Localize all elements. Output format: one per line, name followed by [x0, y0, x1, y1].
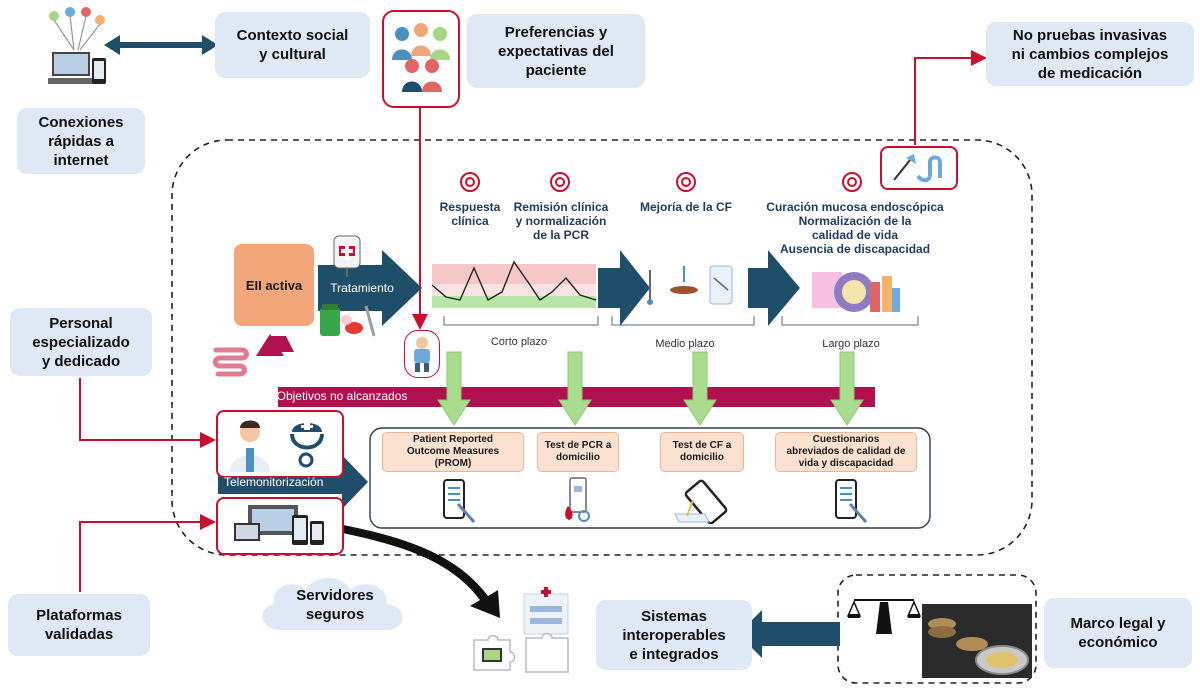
timeframe-corto: Corto plazo: [490, 336, 548, 348]
green-arrow-2: [558, 351, 592, 426]
intestine-icon: [213, 347, 249, 377]
label-tratamiento: Tratamiento: [330, 281, 394, 295]
doctor-icon: [230, 420, 270, 472]
test-cf: Test de CF a domicilio: [660, 432, 744, 472]
green-arrow-3: [683, 351, 717, 426]
curved-arrow-servers: [338, 524, 500, 618]
coins-icon: [922, 604, 1032, 678]
phone-form-icon: [443, 479, 476, 523]
double-arrow-context: [104, 35, 218, 55]
test-strip-icon: [674, 479, 728, 524]
cloud-icon: [262, 578, 403, 630]
test-cuestionarios: Cuestionarios abreviados de calidad de v…: [775, 432, 917, 472]
scales-icon: [846, 599, 922, 634]
bracket-long: [781, 316, 919, 326]
people-icon: [392, 23, 450, 92]
goal-respuesta: Respuesta clínica: [439, 200, 501, 228]
target-icon: [460, 172, 862, 192]
arrow-legal-to-systems: [738, 610, 840, 658]
arrow-telemonitor: [218, 455, 368, 509]
label-personal: Personal especializado y dedicado: [10, 308, 152, 376]
label-preferencias: Preferencias y expectativas del paciente: [467, 14, 645, 88]
network-devices-icon: [48, 7, 106, 84]
label-sistemas: Sistemas interoperables e integrados: [596, 600, 752, 670]
label-contexto: Contexto social y cultural: [215, 12, 370, 78]
arrow-to-long: [748, 250, 800, 326]
phone-questionnaire-icon: [835, 479, 868, 523]
timeframe-medio: Medio plazo: [655, 338, 715, 350]
patient-icon: [414, 337, 430, 372]
label-telemonitorizacion: Telemonitorización: [224, 475, 324, 489]
bracket-medium: [611, 316, 755, 326]
arrow-treatment: [318, 250, 422, 326]
puzzle-icon: [473, 634, 516, 671]
devices-box: [216, 497, 344, 555]
pcr-chart: [431, 260, 597, 308]
bracket-short: [443, 316, 599, 326]
lab-kit-icon: [647, 265, 733, 305]
green-arrow-1: [437, 351, 471, 426]
label-conexiones: Conexiones rápidas a internet: [17, 108, 145, 174]
eii-activa-box: EII activa: [234, 244, 314, 326]
endoscope-icon: [893, 154, 942, 183]
red-line-plataformas: [79, 514, 216, 592]
legal-dashed-frame: [837, 574, 1037, 684]
devices-icon: [234, 505, 324, 545]
iv-bag-icon: [333, 235, 361, 277]
label-servidores: Servidores seguros: [296, 587, 374, 623]
test-pcr: Test de PCR a domicilio: [537, 432, 619, 472]
patient-box: [404, 330, 440, 378]
staff-box: [216, 410, 344, 478]
label-no-pruebas: No pruebas invasivas ni cambios complejo…: [986, 22, 1194, 86]
main-dashed-region: [171, 139, 1033, 556]
goal-mejoria: Mejoría de la CF: [639, 200, 733, 214]
eii-activa-label: EII activa: [245, 277, 303, 293]
people-box: [382, 10, 460, 108]
goal-curacion: Curación mucosa endoscópica Normalizació…: [766, 200, 944, 256]
red-line-no-invasive: [914, 50, 987, 145]
timeframe-largo: Largo plazo: [822, 338, 880, 350]
red-line-personal: [79, 378, 216, 448]
label-marco: Marco legal y económico: [1044, 598, 1192, 668]
label-plataformas: Plataformas validadas: [8, 594, 150, 656]
arrow-to-medium: [598, 250, 650, 326]
endoscope-box: [880, 146, 958, 190]
pills-icon: [320, 304, 376, 337]
nurse-icon: [290, 422, 324, 468]
arrow-objectives-not-met: [262, 336, 875, 407]
label-objetivos: Objetivos no alcanzados: [276, 389, 408, 403]
blood-test-icon: [565, 477, 590, 522]
goal-remision: Remisión clínica y normalización de la P…: [513, 200, 609, 242]
test-prom: Patient Reported Outcome Measures (PROM): [382, 432, 524, 472]
green-arrow-4: [830, 351, 864, 426]
quality-of-life-icon: [812, 272, 900, 312]
hospital-puzzle-icon: [523, 586, 569, 673]
